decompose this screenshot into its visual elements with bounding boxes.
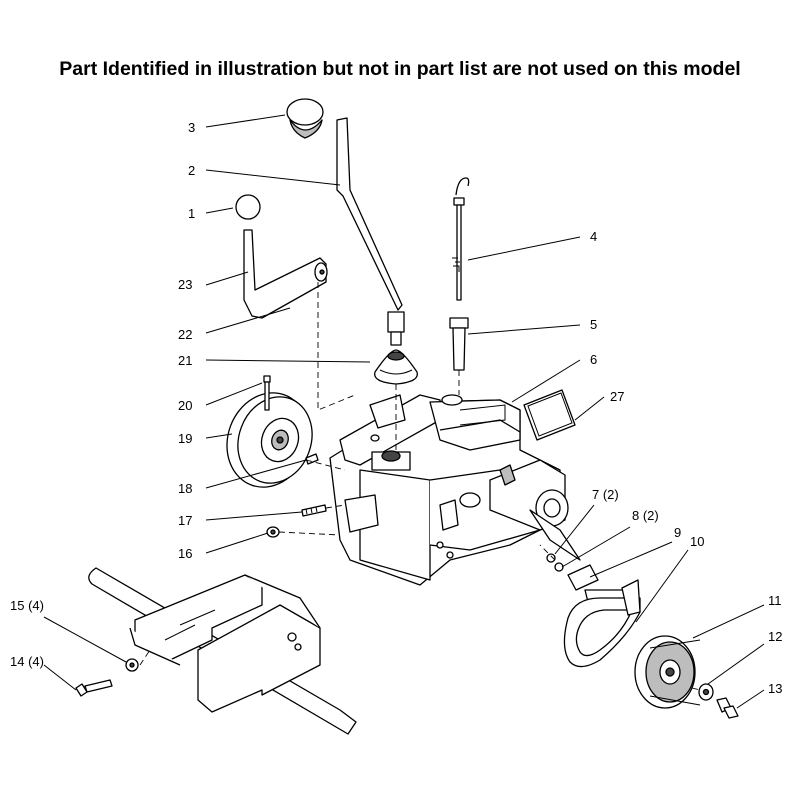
callout-3: 3 [188,120,195,135]
nut-16 [266,526,280,538]
callout-22: 22 [178,327,192,342]
shift-knob [286,98,324,139]
diagram-title: Part Identified in illustration but not … [59,58,741,80]
screw-7 [546,553,556,563]
dipstick-tube [449,317,469,371]
dipstick [452,177,470,301]
callout-13: 13 [768,681,782,696]
callout-21: 21 [178,353,192,368]
callout-11: 11 [768,593,782,608]
bolt-13 [716,697,739,719]
brake-drum [634,635,701,709]
callout-9: 9 [674,525,681,540]
brake-band [563,579,641,668]
callout-labels: 3 2 1 23 22 21 20 19 18 17 16 15 (4) 14 … [10,120,782,696]
callout-6: 6 [590,352,597,367]
callout-7: 7 (2) [592,487,619,502]
callout-18: 18 [178,481,192,496]
washer-12 [698,683,714,701]
callout-23: 23 [178,277,192,292]
frame-assembly [88,567,357,735]
lever-knob [235,194,261,220]
transmission-housing [329,394,581,586]
washer-8 [554,562,564,572]
callout-8: 8 (2) [632,508,659,523]
bracket-9 [567,564,629,603]
clutch-lever [243,229,328,319]
callout-1: 1 [188,206,195,221]
callout-27: 27 [610,389,624,404]
callout-12: 12 [768,629,782,644]
callout-14: 14 (4) [10,654,44,669]
callout-15: 15 (4) [10,598,44,613]
decal [523,389,576,441]
bolt-14 [75,679,113,697]
shift-boot [374,349,418,385]
screw-17 [301,504,327,517]
callout-5: 5 [590,317,597,332]
callout-17: 17 [178,513,192,528]
alignment-lines [139,282,701,691]
callout-16: 16 [178,546,192,561]
callout-10: 10 [690,534,704,549]
callout-2: 2 [188,163,195,178]
pulley [226,392,313,488]
leader-lines [43,114,765,709]
bolt-20 [263,375,271,411]
callout-19: 19 [178,431,192,446]
shift-lever [336,117,405,346]
key-18 [305,453,319,465]
washer-15 [125,658,139,672]
callout-4: 4 [590,229,597,244]
callout-20: 20 [178,398,192,413]
